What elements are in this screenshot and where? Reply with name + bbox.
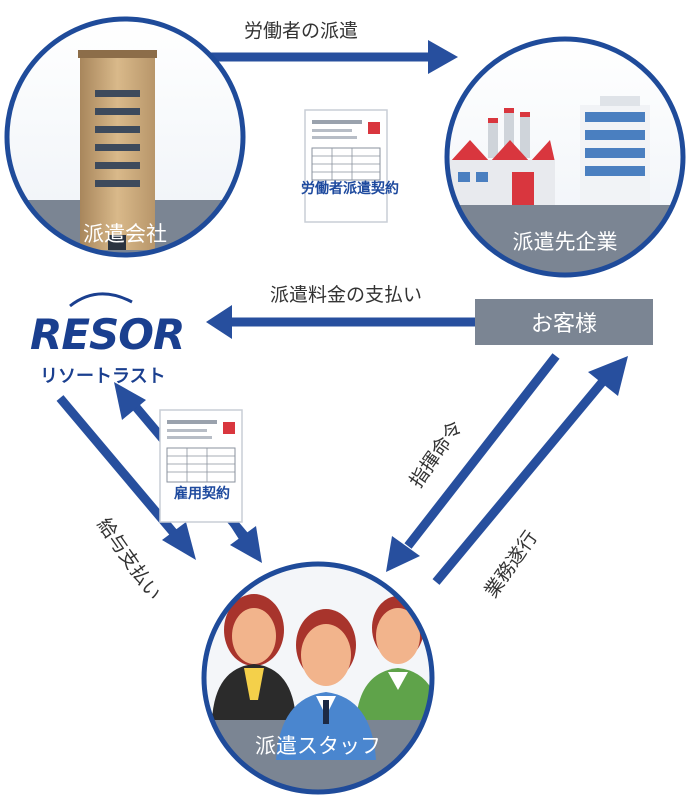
arrow-salary-payment bbox=[56, 395, 196, 560]
resor-logo-wordmark: RESOR bbox=[30, 310, 185, 359]
office-building-icon bbox=[78, 50, 157, 250]
client-company-label: 派遣先企業 bbox=[512, 230, 618, 254]
arrow-instructions bbox=[386, 353, 560, 572]
office-tower-icon bbox=[580, 96, 650, 205]
resor-logo-katakana: リソートラスト bbox=[40, 366, 166, 387]
staff-man-center-icon bbox=[276, 609, 376, 760]
arrow-labor-dispatch bbox=[182, 40, 458, 74]
labor-dispatch-label: 労働者の派遣 bbox=[244, 20, 359, 42]
staff-circle bbox=[201, 561, 435, 795]
arrow-fee-payment bbox=[206, 305, 475, 339]
employment-contract-label: 雇用契約 bbox=[174, 486, 230, 502]
fee-payment-label: 派遣料金の支払い bbox=[270, 284, 423, 306]
factory-icon bbox=[450, 108, 555, 205]
dispatch-contract-document bbox=[304, 109, 388, 223]
dispatch-contract-label: 労働者派遣契約 bbox=[301, 181, 399, 197]
arrow-work-performance bbox=[432, 356, 628, 585]
logo-arc bbox=[69, 292, 133, 308]
staff-label: 派遣スタッフ bbox=[255, 734, 381, 758]
customer-box: お客様 bbox=[475, 299, 653, 345]
dispatch-company-label: 派遣会社 bbox=[83, 222, 167, 246]
employment-contract-document bbox=[159, 409, 243, 523]
staff-woman-icon bbox=[212, 594, 296, 720]
